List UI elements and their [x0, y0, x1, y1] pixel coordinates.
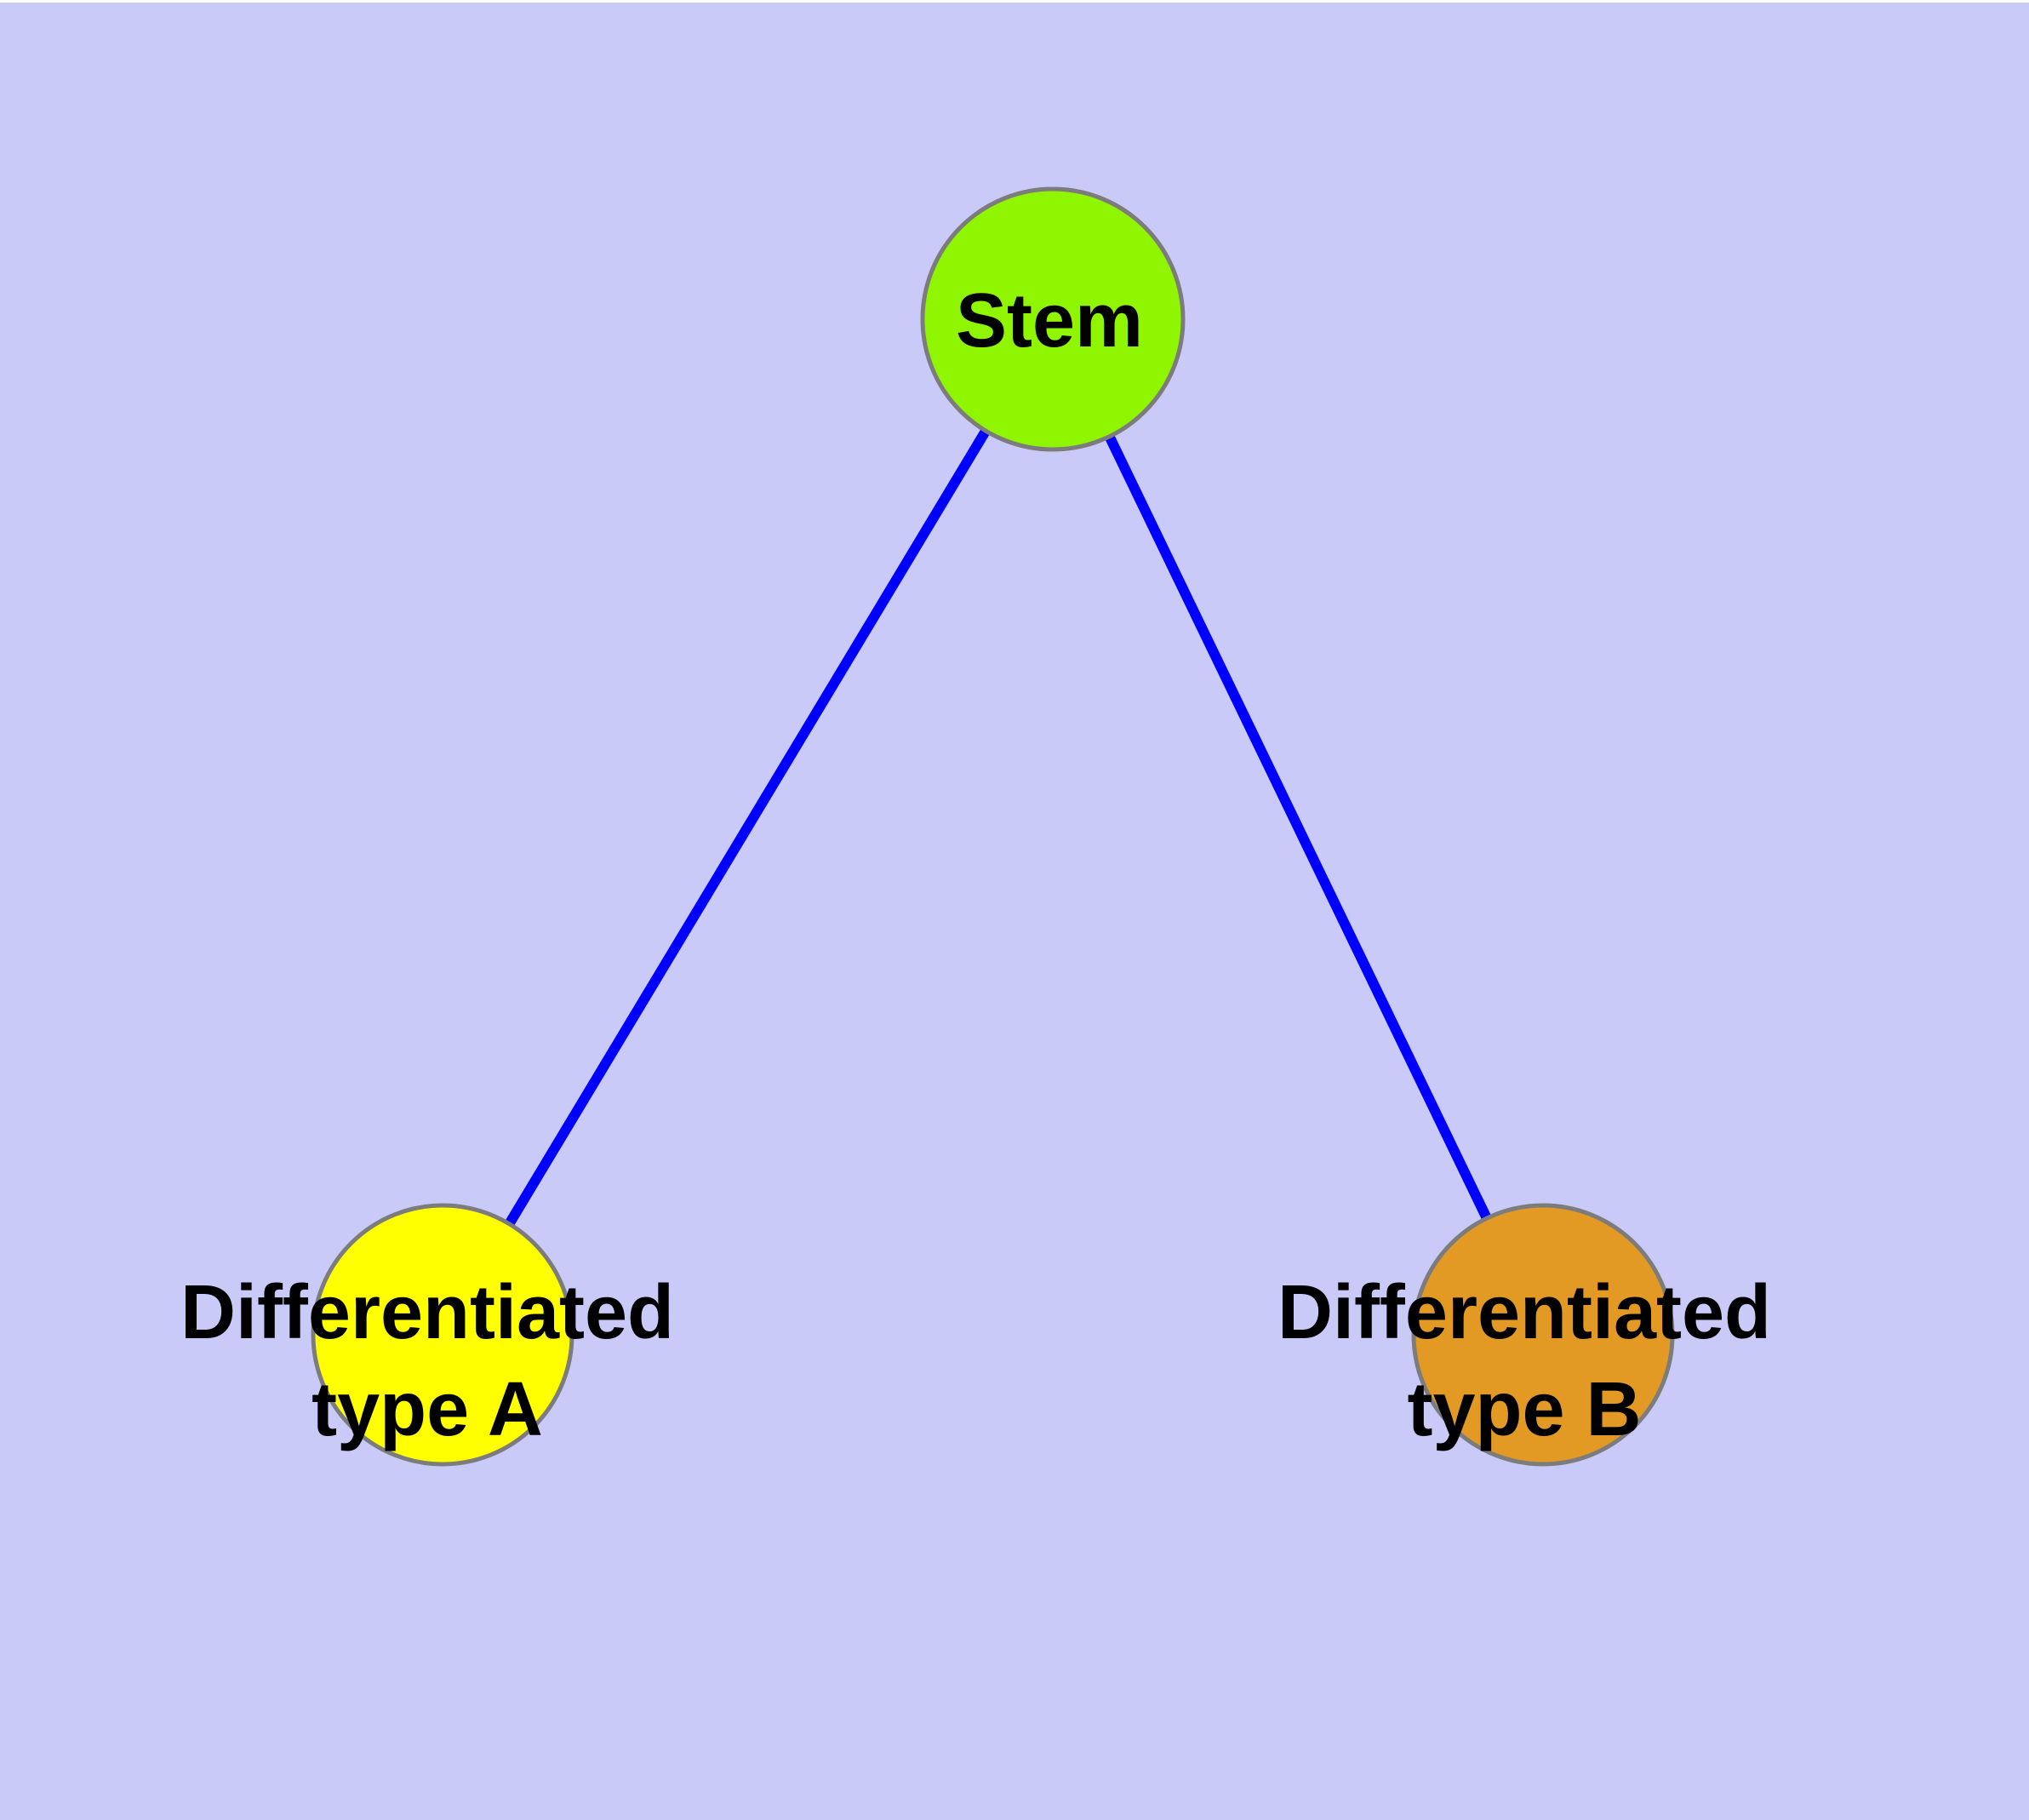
edge-stem-to-type-b [1048, 317, 1548, 1337]
node-stem [920, 186, 1186, 452]
label-layer: Stem Differentiated type A Differentiate… [180, 278, 1771, 1452]
node-differentiated-type-a [311, 1203, 574, 1467]
edge-layer [437, 316, 1548, 1338]
node-type-a-label-line2: type A [311, 1367, 543, 1452]
node-type-b-label-line1: Differentiated [1277, 1270, 1771, 1355]
node-stem-label: Stem [956, 278, 1143, 363]
node-type-a-label-line1: Differentiated [180, 1270, 674, 1355]
node-layer [311, 186, 1675, 1467]
edge-stem-to-type-a [437, 316, 1058, 1338]
node-type-b-label-line2: type B [1407, 1367, 1641, 1452]
node-differentiated-type-b [1411, 1203, 1675, 1467]
